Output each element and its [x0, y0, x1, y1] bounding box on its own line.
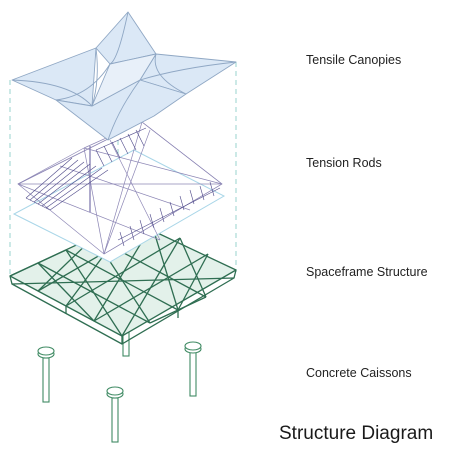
label-spaceframe-structure: Spaceframe Structure [306, 265, 428, 279]
tensile-canopies [11, 11, 237, 141]
rod-cluster-left [25, 157, 109, 211]
rod-cluster-front [117, 181, 221, 247]
diagram-title: Structure Diagram [279, 423, 434, 444]
caisson-center [106, 386, 124, 443]
rod-base-plane [12, 149, 226, 263]
label-tensile-canopies: Tensile Canopies [306, 53, 402, 67]
canopy-left-lobe [11, 47, 97, 107]
label-tension-rods: Tension Rods [306, 156, 382, 170]
rod-cluster-back [95, 127, 147, 167]
concrete-caissons [37, 318, 202, 443]
tension-rods [17, 121, 223, 255]
caisson-right [184, 341, 202, 397]
label-concrete-caissons: Concrete Caissons [306, 366, 412, 380]
caisson-left [37, 346, 55, 403]
